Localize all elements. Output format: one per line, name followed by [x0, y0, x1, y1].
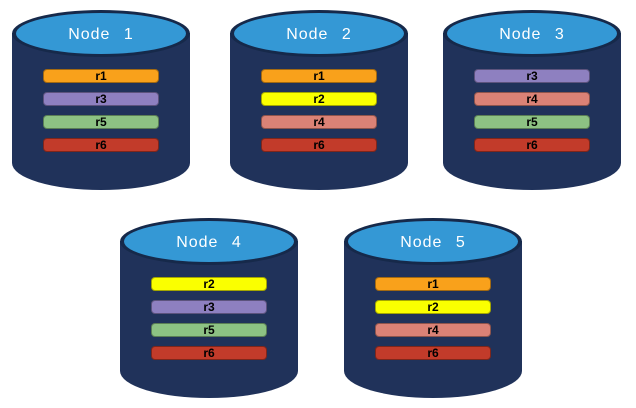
replica-bar-r2: r2 — [261, 92, 377, 106]
cylinder-body — [120, 241, 298, 398]
cylinder-top-face — [447, 13, 617, 54]
replica-bar-r6: r6 — [261, 138, 377, 152]
cylinder-body — [344, 241, 522, 398]
cylinder-top-face — [16, 13, 186, 54]
db-node-cylinder: Node 4 r2 r3 r5 r6 — [120, 218, 298, 398]
replica-bar-r4: r4 — [261, 115, 377, 129]
replica-bar-r6: r6 — [151, 346, 267, 360]
replica-list: r1 r3 r5 r6 — [12, 69, 190, 152]
node-title-label: Node 3 — [499, 26, 565, 43]
cylinder-top-face — [348, 221, 518, 262]
replica-bar-r4: r4 — [375, 323, 491, 337]
replica-bar-r1: r1 — [261, 69, 377, 83]
replica-bar-r2: r2 — [375, 300, 491, 314]
node-title-label: Node 2 — [286, 26, 352, 43]
db-node-cylinder: Node 2 r1 r2 r4 r6 — [230, 10, 408, 190]
replica-bar-r6: r6 — [375, 346, 491, 360]
replica-list: r1 r2 r4 r6 — [344, 277, 522, 360]
replica-bar-r3: r3 — [474, 69, 590, 83]
replica-bar-r3: r3 — [43, 92, 159, 106]
replica-bar-r1: r1 — [43, 69, 159, 83]
cylinder-body — [12, 33, 190, 190]
cylinder-top-face — [234, 13, 404, 54]
replica-bar-r3: r3 — [151, 300, 267, 314]
db-node-cylinder: Node 3 r3 r4 r5 r6 — [443, 10, 621, 190]
node-title-label: Node 5 — [400, 234, 466, 251]
replica-bar-r2: r2 — [151, 277, 267, 291]
replica-bar-r5: r5 — [151, 323, 267, 337]
replica-bar-r5: r5 — [43, 115, 159, 129]
replica-bar-r4: r4 — [474, 92, 590, 106]
cylinder-body — [443, 33, 621, 190]
cylinder-top-face — [124, 221, 294, 262]
replica-bar-r6: r6 — [474, 138, 590, 152]
replica-list: r3 r4 r5 r6 — [443, 69, 621, 152]
replica-list: r2 r3 r5 r6 — [120, 277, 298, 360]
db-node-cylinder: Node 1 r1 r3 r5 r6 — [12, 10, 190, 190]
cylinder-body — [230, 33, 408, 190]
db-node-cylinder: Node 5 r1 r2 r4 r6 — [344, 218, 522, 398]
replica-bar-r1: r1 — [375, 277, 491, 291]
node-title-label: Node 1 — [68, 26, 134, 43]
replica-bar-r5: r5 — [474, 115, 590, 129]
node-title-label: Node 4 — [176, 234, 242, 251]
replica-list: r1 r2 r4 r6 — [230, 69, 408, 152]
replica-bar-r6: r6 — [43, 138, 159, 152]
